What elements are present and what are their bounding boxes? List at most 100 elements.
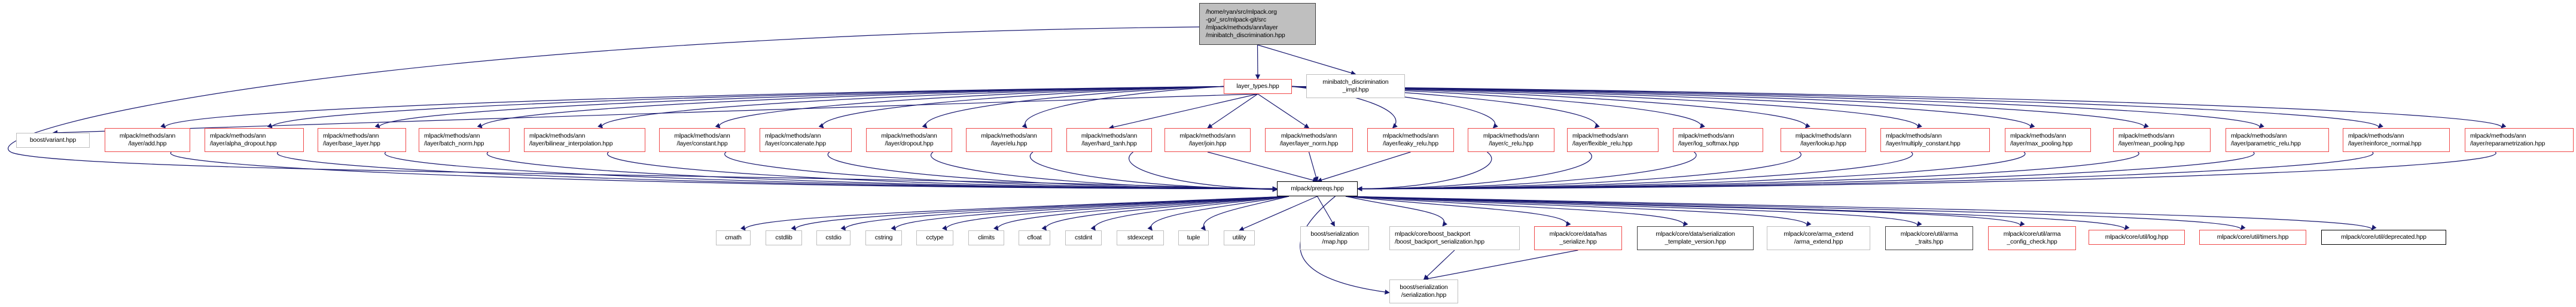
node-layer-alpha-dropout-hpp[interactable]: mlpack/methods/ann/layer/alpha_dropout.h…	[205, 128, 304, 152]
edge-prereqs-to-deprecated	[1345, 196, 2377, 230]
node-layer-lookup-hpp[interactable]: mlpack/methods/ann/layer/lookup.hpp	[1781, 128, 1866, 152]
edge-layer_types-to-parametric_relu	[1291, 86, 2264, 129]
edge-layer_types-to-constant	[715, 86, 1224, 129]
node-label-line: /layer/elu.hpp	[990, 140, 1028, 147]
node-layer-hard-tanh-hpp[interactable]: mlpack/methods/ann/layer/hard_tanh.hpp	[1066, 128, 1152, 152]
node-label-line: cfloat	[1027, 234, 1042, 241]
edge-flexible_relu-to-prereqs	[1357, 151, 1592, 192]
edge-prereqs-to-ser_map	[1316, 196, 1336, 227]
edge-has_serialize-to-serialization	[1423, 250, 1578, 281]
node-minibatch-discrimination-hpp[interactable]: /home/ryan/src/mlpack.org-go/_src/mlpack…	[1199, 3, 1316, 45]
node-label-line: mlpack/methods/ann	[323, 132, 379, 139]
node-label-line: mlpack/prereqs.hpp	[1291, 185, 1344, 192]
node-serialization-template-version-hpp[interactable]: mlpack/core/data/serialization_template_…	[1637, 226, 1754, 250]
node-arma-traits-hpp[interactable]: mlpack/core/util/arma_traits.hpp	[1885, 226, 1973, 250]
node-label-line: /layer/dropout.hpp	[885, 140, 934, 147]
node-label-line: mlpack/methods/ann	[2348, 132, 2404, 139]
node-layer-parametric-relu-hpp[interactable]: mlpack/methods/ann/layer/parametric_relu…	[2226, 128, 2329, 152]
node-layer-multiply-constant-hpp[interactable]: mlpack/methods/ann/layer/multiply_consta…	[1880, 128, 1990, 152]
node-layer-max-pooling-hpp[interactable]: mlpack/methods/ann/layer/max_pooling.hpp	[2005, 128, 2091, 152]
node-layer-c-relu-hpp[interactable]: mlpack/methods/ann/layer/c_relu.hpp	[1468, 128, 1554, 152]
node-layer-add-hpp[interactable]: mlpack/methods/ann/layer/add.hpp	[105, 128, 190, 152]
edge-multiply_constant-to-prereqs	[1357, 151, 1913, 192]
node-layer-reparametrization-hpp[interactable]: mlpack/methods/ann/layer/reparametrizati…	[2465, 128, 2574, 152]
node-layer-base-layer-hpp[interactable]: mlpack/methods/ann/layer/base_layer.hpp	[318, 128, 406, 152]
node-boost-serialization-map-hpp: boost/serialization/map.hpp	[1300, 226, 1369, 250]
edge-prereqs-to-backport	[1345, 196, 1447, 227]
node-label-line: /layer/max_pooling.hpp	[2010, 140, 2073, 147]
node-label-line: mlpack/methods/ann	[674, 132, 730, 139]
node-layer-constant-hpp[interactable]: mlpack/methods/ann/layer/constant.hpp	[659, 128, 745, 152]
node-label-line: _impl.hpp	[1342, 86, 1369, 93]
node-layer-concatenate-hpp[interactable]: mlpack/methods/ann/layer/concatenate.hpp	[760, 128, 852, 152]
node-layer-flexible-relu-hpp[interactable]: mlpack/methods/ann/layer/flexible_relu.h…	[1567, 128, 1659, 152]
edge-mean_pooling-to-prereqs	[1357, 151, 2139, 192]
edge-dropout-to-prereqs	[931, 151, 1278, 192]
node-label-line: boost/variant.hpp	[29, 136, 77, 144]
edge-parametric_relu-to-prereqs	[1357, 151, 2255, 192]
node-prereqs-hpp[interactable]: mlpack/prereqs.hpp	[1277, 181, 1358, 196]
node-label-line: mlpack/methods/ann	[981, 132, 1037, 139]
node-label-line: /layer/constant.hpp	[676, 140, 728, 147]
node-label-line: mlpack/methods/ann	[1795, 132, 1852, 139]
edge-layer_types-to-max_pooling	[1291, 86, 2035, 129]
node-label-line: mlpack/methods/ann	[1678, 132, 1734, 139]
edge-prereqs-to-log	[1345, 196, 2130, 230]
node-layer-dropout-hpp[interactable]: mlpack/methods/ann/layer/dropout.hpp	[866, 128, 952, 152]
node-layer-log-softmax-hpp[interactable]: mlpack/methods/ann/layer/log_softmax.hpp	[1673, 128, 1763, 152]
edge-layer_types-to-mean_pooling	[1291, 86, 2149, 129]
node-label-line: /layer/layer_norm.hpp	[1279, 140, 1339, 147]
edge-prereqs-to-utility	[1239, 196, 1318, 231]
node-timers-hpp[interactable]: mlpack/core/util/timers.hpp	[2199, 230, 2306, 245]
node-label-line: cctype	[926, 234, 944, 241]
node-label-line: /layer/batch_norm.hpp	[424, 140, 484, 147]
node-layer-reinforce-normal-hpp[interactable]: mlpack/methods/ann/layer/reinforce_norma…	[2343, 128, 2450, 152]
node-layer-leaky-relu-hpp[interactable]: mlpack/methods/ann/layer/leaky_relu.hpp	[1367, 128, 1454, 152]
node-label-line: /layer/reinforce_normal.hpp	[2348, 140, 2422, 147]
node-layer-bilinear-interpolation-hpp[interactable]: mlpack/methods/ann/layer/bilinear_interp…	[524, 128, 645, 152]
node-label-line: mlpack/core/data/serialization	[1656, 230, 1735, 238]
node-layer-types-hpp[interactable]: layer_types.hpp	[1224, 79, 1292, 94]
edge-layer_types-to-concatenate	[818, 86, 1224, 129]
node-has-serialize-hpp[interactable]: mlpack/core/data/has_serialize.hpp	[1534, 226, 1622, 250]
node-label-line: boost/serialization	[1400, 284, 1448, 291]
node-label-line: mlpack/core/util/arma	[1900, 230, 1958, 238]
edge-prereqs-to-arma_config	[1345, 196, 2025, 227]
node-label-line: cstdlib	[775, 234, 792, 241]
node-label-line: /layer/reparametrization.hpp	[2470, 140, 2545, 147]
node-label-line: /layer/bilinear_interpolation.hpp	[529, 140, 613, 147]
edge-prereqs-to-timers	[1345, 196, 2246, 230]
node-arma-config-check-hpp[interactable]: mlpack/core/util/arma_config_check.hpp	[1988, 226, 2076, 250]
node-label-line: /layer/leaky_relu.hpp	[1383, 140, 1438, 147]
edge-prereqs-to-tuple	[1200, 196, 1289, 231]
edge-prereqs-to-cstdint	[1090, 196, 1289, 231]
edge-layer_norm-to-prereqs	[1308, 151, 1319, 182]
node-label-line: /layer/lookup.hpp	[1800, 140, 1846, 147]
node-label-line: /layer/hard_tanh.hpp	[1081, 140, 1137, 147]
node-layer-join-hpp[interactable]: mlpack/methods/ann/layer/join.hpp	[1164, 128, 1251, 152]
node-layer-layer-norm-hpp[interactable]: mlpack/methods/ann/layer/layer_norm.hpp	[1265, 128, 1353, 152]
edge-layer_types-to-reinforce_normal	[1291, 86, 2383, 129]
node-label-line: cstdio	[825, 234, 842, 241]
node-deprecated-hpp[interactable]: mlpack/core/util/deprecated.hpp	[2321, 230, 2446, 245]
node-label-line: mlpack/methods/ann	[424, 132, 480, 139]
node-label-line: mlpack/methods/ann	[2470, 132, 2526, 139]
edge-lookup-to-prereqs	[1357, 151, 1801, 192]
node-boost-variant-hpp: boost/variant.hpp	[16, 133, 90, 148]
edge-layer_types-to-bilinear	[597, 86, 1224, 129]
edge-prereqs-to-cmath	[740, 196, 1289, 231]
node-cmath: cmath	[716, 230, 751, 245]
edge-layer_types-to-alpha_dropout	[267, 86, 1224, 129]
node-label-line: mlpack/methods/ann	[119, 132, 176, 139]
node-label-line: /layer/join.hpp	[1188, 140, 1227, 147]
node-log-hpp[interactable]: mlpack/core/util/log.hpp	[2089, 230, 2185, 245]
edge-layer_types-to-batch_norm	[477, 86, 1224, 129]
node-layer-elu-hpp[interactable]: mlpack/methods/ann/layer/elu.hpp	[966, 128, 1052, 152]
node-label-line: cstdint	[1075, 234, 1092, 241]
node-boost-serialization-serialization-hpp: boost/serialization/serialization.hpp	[1389, 279, 1458, 303]
node-layer-mean-pooling-hpp[interactable]: mlpack/methods/ann/layer/mean_pooling.hp…	[2113, 128, 2211, 152]
node-boost-backport-serialization-hpp: mlpack/core/boost_backport/boost_backpor…	[1389, 226, 1520, 250]
node-layer-batch-norm-hpp[interactable]: mlpack/methods/ann/layer/batch_norm.hpp	[419, 128, 510, 152]
edge-prereqs-to-ser_template	[1345, 196, 1688, 227]
